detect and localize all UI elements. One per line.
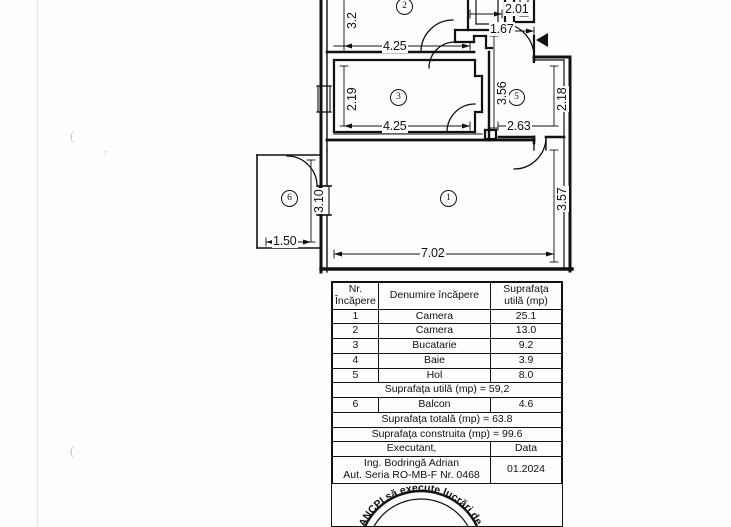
table-row-executant: Ing. Bodringă Adrian Aut. Seria RO-MB-F … [331,456,562,484]
cell-executant-name: Ing. Bodringă Adrian Aut. Seria RO-MB-F … [331,456,492,484]
dimension-2-19: 2.19 [345,86,359,112]
cell-name: Camera [377,323,492,339]
cell-total: Suprafaţa totală (mp) = 63.8 [332,411,562,428]
room-marker-5: 5 [508,89,525,106]
room-marker-3: 3 [390,89,407,106]
cell-area: 25.1 [490,308,562,325]
table-row-balcony: 6 Balcon 4.6 [332,397,562,413]
cell-name: Baie [377,352,492,369]
cell-data-value: 01.2024 [490,456,562,484]
table-row-construita: Suprafaţa construita (mp) = 99.6 [332,426,562,443]
dimension-4-25-top: 4.25 [382,39,408,53]
header-nr-incapere: Nr. Încăpere [332,282,379,310]
table-row: 3 Bucatarie 9.2 [332,338,562,354]
scan-artifact: , [104,140,108,155]
cell-executant-header: Executant, [331,441,492,457]
table-row: 4 Baie 3.9 [332,352,562,369]
dimension-4-25-bottom: 4.25 [382,119,408,133]
table-row: 1 Camera 25.1 [332,308,562,325]
entry-arrow-icon [536,33,548,47]
cell-area: 13.0 [490,323,562,339]
dimension-3-56: 3.56 [495,80,509,106]
scan-artifact: ( [70,443,75,458]
page-margin-rule [37,0,38,527]
dimension-2-63: 2.63 [506,119,532,133]
cell-nr: 2 [332,323,379,339]
dimension-3-2: 3.2 [345,11,359,30]
table-row-executant-header: Executant, Data [331,441,562,457]
cell-name: Bucatarie [377,338,492,354]
header-suprafata-utila: Suprafaţa utilă (mp) [490,282,562,310]
dimension-3-10: 3.10 [312,188,326,214]
cell-area: 8.0 [490,367,562,384]
area-table-container: Nr. Încăpere Denumire încăpere Suprafaţa… [331,281,563,527]
cell-nr: 6 [332,397,379,413]
header-denumire-incapere: Denumire încăpere [377,282,492,310]
table-header-row: Nr. Încăpere Denumire încăpere Suprafaţa… [332,282,562,310]
cell-name: Camera [377,308,492,325]
cell-name: Hol [377,367,492,384]
cell-nr: 4 [332,352,379,369]
cell-subtotal-utila: Suprafaţa utilă (mp) = 59,2 [332,382,562,398]
area-table: Nr. Încăpere Denumire încăpere Suprafaţa… [331,282,562,484]
dimension-2-01: 2.01 [504,2,530,16]
cell-nr: 5 [332,367,379,384]
dimension-1-67: 1.67 [489,22,515,36]
room-marker-1: 1 [440,190,457,207]
cell-nr: 3 [332,338,379,354]
cell-data-header: Data [490,441,562,457]
cell-area: 3.9 [490,352,562,369]
cell-area: 9.2 [490,338,562,354]
cell-area: 4.6 [490,397,562,413]
table-row: 5 Hol 8.0 [332,367,562,384]
dimension-2-18: 2.18 [555,86,569,112]
dimension-7-02: 7.02 [420,246,446,260]
cell-nr: 1 [332,308,379,325]
table-row-total: Suprafaţa totală (mp) = 63.8 [332,411,562,428]
room-marker-6: 6 [281,190,298,207]
dimension-1-50: 1.50 [272,234,298,248]
cell-construita: Suprafaţa construita (mp) = 99.6 [332,426,562,443]
dimension-3-57: 3.57 [555,186,569,212]
cell-name: Balcon [377,397,492,413]
table-row: 2 Camera 13.0 [332,323,562,339]
room-marker-2: 2 [396,0,413,15]
table-row-subtotal-utila: Suprafaţa utilă (mp) = 59,2 [332,382,562,398]
scan-artifact: ( [70,128,75,143]
